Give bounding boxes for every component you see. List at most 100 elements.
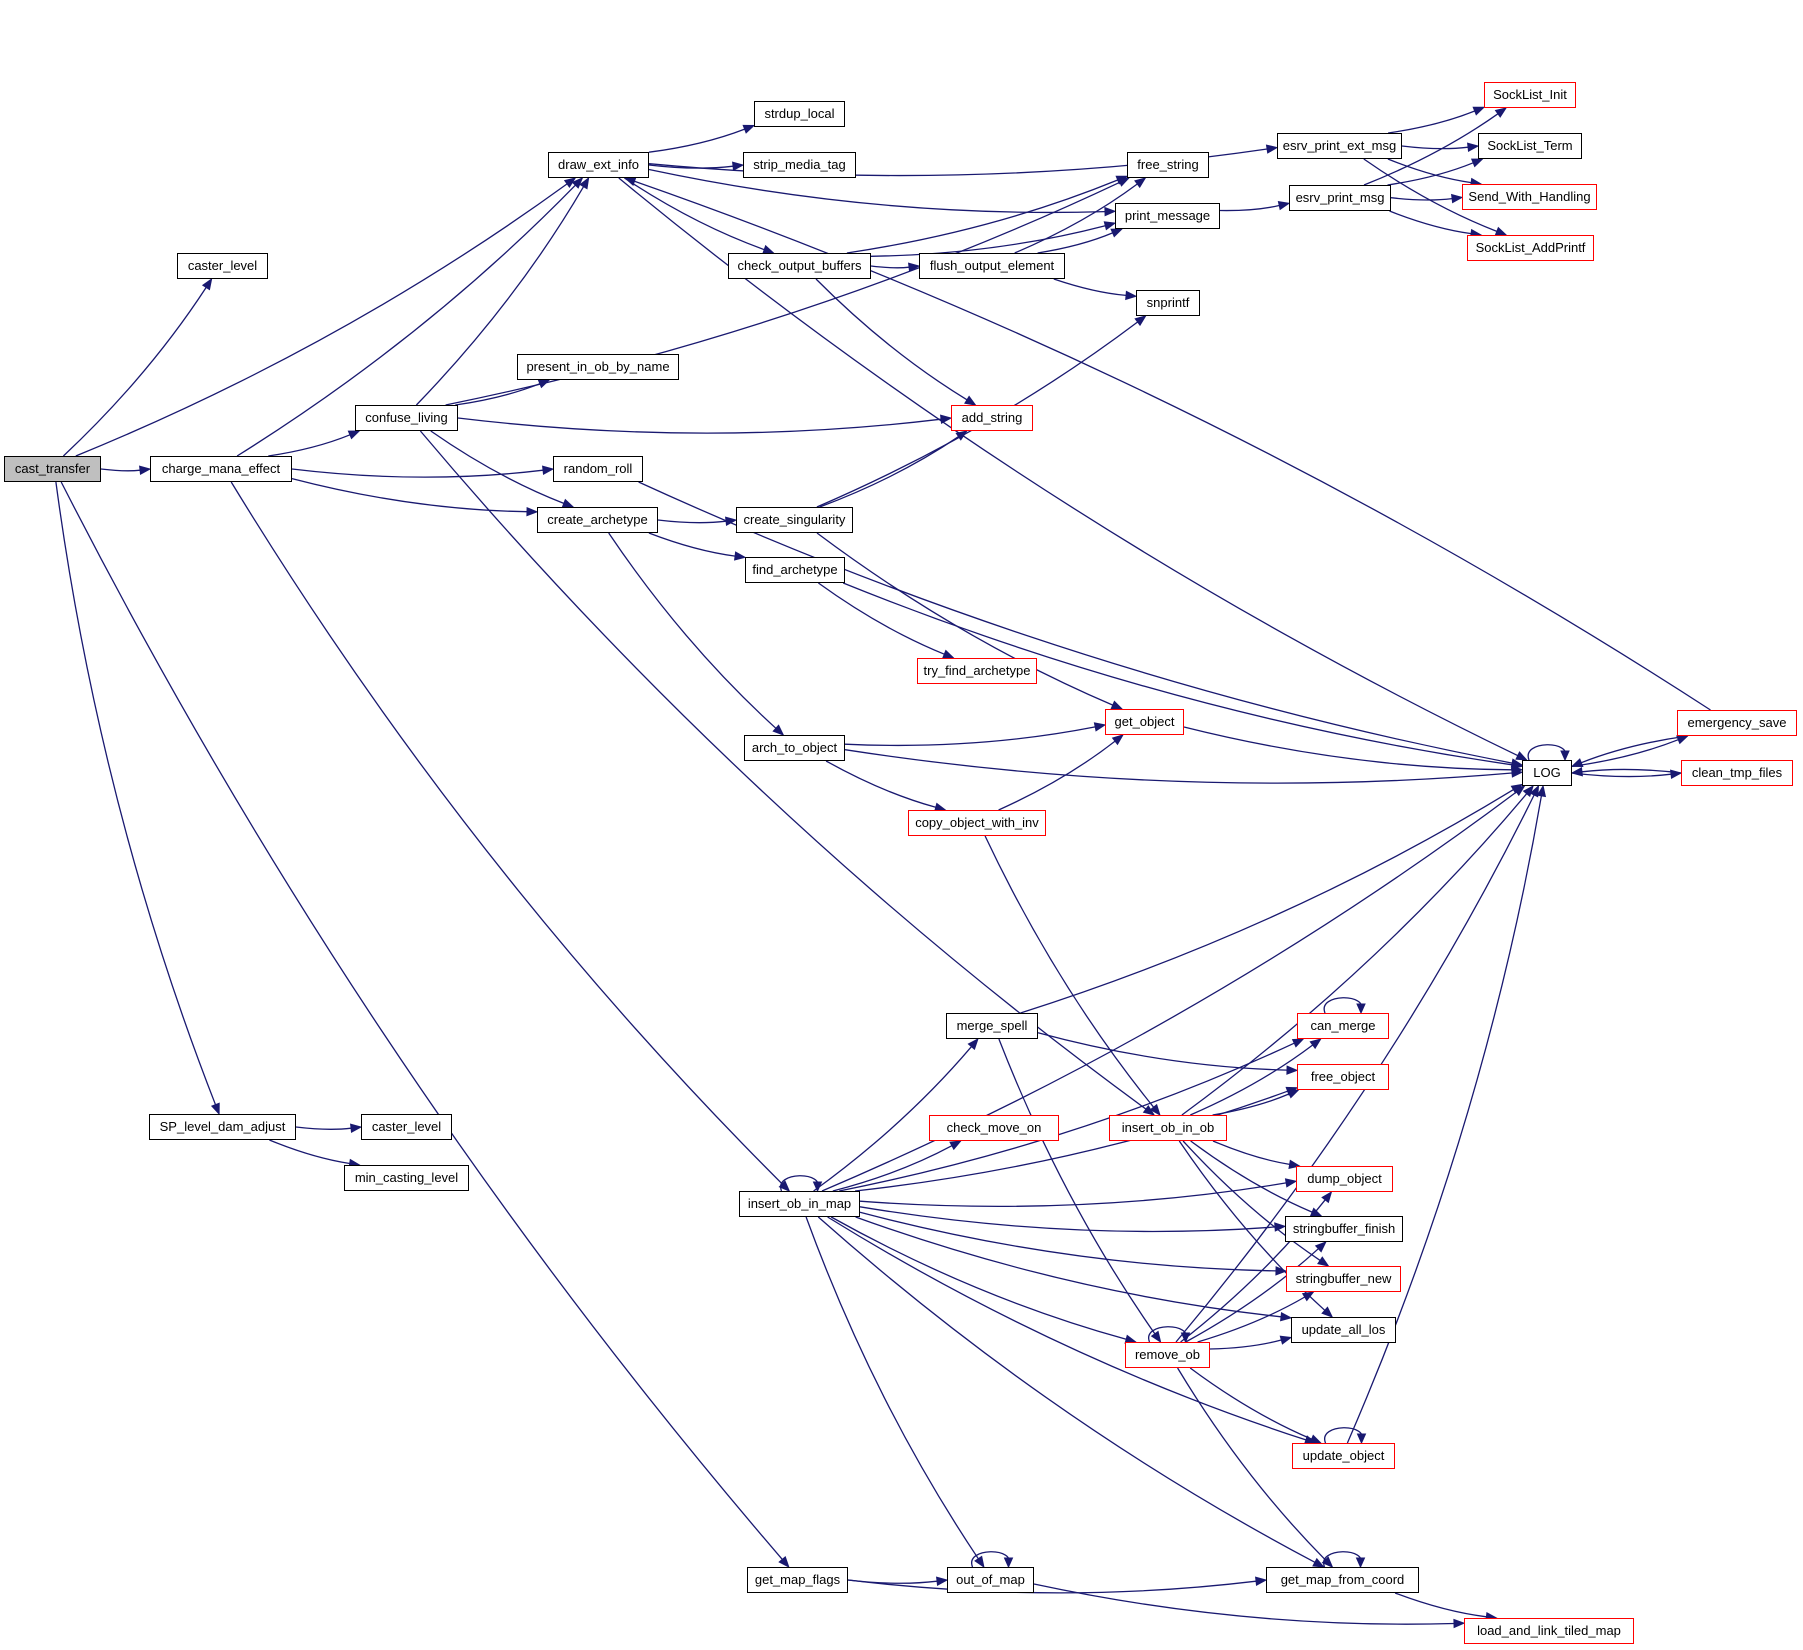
node-check-output-buffers[interactable]: check_output_buffers	[728, 253, 871, 279]
node-sp-level-dam-adjust[interactable]: SP_level_dam_adjust	[149, 1114, 296, 1140]
node-get-map-flags[interactable]: get_map_flags	[747, 1567, 848, 1593]
node-update-all-los[interactable]: update_all_los	[1291, 1317, 1396, 1343]
node-charge-mana-effect[interactable]: charge_mana_effect	[150, 456, 292, 482]
node-can-merge[interactable]: can_merge	[1297, 1013, 1389, 1039]
node-label: try_find_archetype	[923, 663, 1031, 678]
node-label: strdup_local	[764, 106, 835, 121]
node-esrv-print-ext-msg[interactable]: esrv_print_ext_msg	[1277, 133, 1402, 159]
node-caster-level-2[interactable]: caster_level	[361, 1114, 452, 1140]
node-cast-transfer[interactable]: cast_transfer	[4, 456, 101, 482]
node-update-object[interactable]: update_object	[1292, 1443, 1395, 1469]
node-print-message[interactable]: print_message	[1115, 203, 1220, 229]
node-flush-output-element[interactable]: flush_output_element	[919, 253, 1065, 279]
node-label: caster_level	[371, 1119, 442, 1134]
node-label: check_move_on	[946, 1120, 1042, 1135]
arrowhead	[1356, 1433, 1367, 1445]
node-random-roll[interactable]: random_roll	[553, 456, 643, 482]
edge-esrv-print-msg-to-send-with-handling	[1390, 197, 1453, 201]
edge-log-to-log	[1527, 744, 1567, 761]
edge-insert-ob-in-map-to-update-object	[827, 1216, 1307, 1441]
node-strdup-local[interactable]: strdup_local	[754, 101, 845, 127]
edge-remove-ob-to-update-object	[1189, 1367, 1312, 1440]
edge-clean-tmp-files-to-log	[1581, 768, 1682, 774]
node-label: present_in_ob_by_name	[526, 359, 670, 374]
edge-insert-ob-in-map-to-can-merge	[839, 1042, 1295, 1192]
arrowhead	[725, 516, 738, 526]
edge-insert-ob-in-map-to-stringbuffer-new	[859, 1211, 1277, 1272]
edge-insert-ob-in-map-to-get-map-from-coord	[817, 1216, 1316, 1563]
edge-remove-ob-to-stringbuffer-finish	[1185, 1248, 1319, 1343]
edge-esrv-print-ext-msg-to-send-with-handling	[1387, 158, 1472, 184]
edge-remove-ob-to-update-all-los	[1209, 1339, 1282, 1350]
edge-charge-mana-effect-to-create-archetype	[291, 477, 528, 513]
edge-cast-transfer-to-charge-mana-effect	[100, 468, 141, 472]
arrowhead	[1104, 206, 1117, 217]
edge-esrv-print-msg-to-socklist-init	[1363, 113, 1499, 186]
node-out-of-map[interactable]: out_of_map	[947, 1567, 1034, 1593]
node-present-in-ob-by-name[interactable]: present_in_ob_by_name	[517, 354, 679, 380]
node-arch-to-object[interactable]: arch_to_object	[744, 735, 845, 761]
node-strip-media-tag[interactable]: strip_media_tag	[743, 152, 856, 178]
node-create-singularity[interactable]: create_singularity	[736, 507, 853, 533]
edge-insert-ob-in-map-to-check-move-on	[832, 1145, 953, 1192]
edge-create-archetype-to-create-singularity	[657, 519, 727, 524]
edge-copy-object-with-inv-to-insert-ob-in-ob	[984, 835, 1155, 1108]
node-emergency-save[interactable]: emergency_save	[1677, 710, 1797, 736]
node-get-map-from-coord[interactable]: get_map_from_coord	[1266, 1567, 1419, 1593]
edge-get-map-flags-to-get-map-from-coord	[847, 1579, 1257, 1594]
node-label: check_output_buffers	[737, 258, 862, 273]
node-confuse-living[interactable]: confuse_living	[355, 405, 458, 431]
node-insert-ob-in-map[interactable]: insert_ob_in_map	[739, 1191, 860, 1217]
node-label: arch_to_object	[751, 740, 838, 755]
node-clean-tmp-files[interactable]: clean_tmp_files	[1681, 760, 1793, 786]
node-create-archetype[interactable]: create_archetype	[537, 507, 658, 533]
node-stringbuffer-finish[interactable]: stringbuffer_finish	[1285, 1216, 1403, 1242]
node-free-string[interactable]: free_string	[1127, 152, 1209, 178]
arrowhead	[1356, 1003, 1366, 1015]
node-label: get_map_from_coord	[1280, 1572, 1405, 1587]
arrowhead	[1255, 1576, 1268, 1586]
arrowhead	[537, 379, 551, 389]
edge-insert-ob-in-map-to-dump-object	[859, 1182, 1287, 1208]
arrowhead	[1150, 1330, 1162, 1344]
node-stringbuffer-new[interactable]: stringbuffer_new	[1286, 1266, 1401, 1292]
edge-insert-ob-in-ob-to-stringbuffer-new	[1182, 1140, 1321, 1261]
node-label: strip_media_tag	[753, 157, 846, 172]
node-merge-spell[interactable]: merge_spell	[946, 1013, 1038, 1039]
node-caster-level-1[interactable]: caster_level	[177, 253, 268, 279]
arrowhead	[1312, 1557, 1325, 1568]
edge-flush-output-element-to-free-string	[1014, 183, 1138, 254]
node-esrv-print-msg[interactable]: esrv_print_msg	[1289, 185, 1391, 211]
edge-find-archetype-to-log	[842, 582, 1513, 766]
node-find-archetype[interactable]: find_archetype	[745, 557, 845, 583]
node-check-move-on[interactable]: check_move_on	[929, 1115, 1059, 1141]
node-insert-ob-in-ob[interactable]: insert_ob_in_ob	[1109, 1115, 1227, 1141]
node-min-casting-level[interactable]: min_casting_level	[344, 1165, 469, 1191]
node-snprintf[interactable]: snprintf	[1136, 290, 1200, 316]
node-log[interactable]: LOG	[1522, 760, 1572, 786]
node-label: random_roll	[563, 461, 633, 476]
node-free-object[interactable]: free_object	[1297, 1064, 1389, 1090]
node-get-object[interactable]: get_object	[1105, 709, 1184, 735]
edge-sp-level-dam-adjust-to-caster-level-2	[295, 1126, 352, 1130]
node-socklist-addprintf[interactable]: SockList_AddPrintf	[1467, 235, 1594, 261]
node-try-find-archetype[interactable]: try_find_archetype	[917, 658, 1037, 684]
node-remove-ob[interactable]: remove_ob	[1125, 1342, 1210, 1368]
node-copy-object-with-inv[interactable]: copy_object_with_inv	[908, 810, 1046, 836]
node-socklist-term[interactable]: SockList_Term	[1478, 133, 1582, 159]
node-send-with-handling[interactable]: Send_With_Handling	[1462, 184, 1597, 210]
node-label: get_object	[1114, 714, 1175, 729]
edge-emergency-save-to-draw-ext-info	[634, 180, 1711, 711]
arrowhead	[1494, 107, 1508, 118]
node-add-string[interactable]: add_string	[951, 405, 1033, 431]
node-dump-object[interactable]: dump_object	[1296, 1166, 1393, 1192]
node-socklist-init[interactable]: SockList_Init	[1484, 82, 1576, 108]
arrowhead	[1321, 1556, 1334, 1568]
arrowhead	[1279, 1335, 1293, 1345]
arrowhead	[1510, 783, 1524, 794]
arrowhead	[967, 1037, 979, 1051]
node-draw-ext-info[interactable]: draw_ext_info	[548, 152, 649, 178]
node-load-and-link-tiled-map[interactable]: load_and_link_tiled_map	[1464, 1618, 1634, 1644]
arrowhead	[579, 176, 590, 190]
